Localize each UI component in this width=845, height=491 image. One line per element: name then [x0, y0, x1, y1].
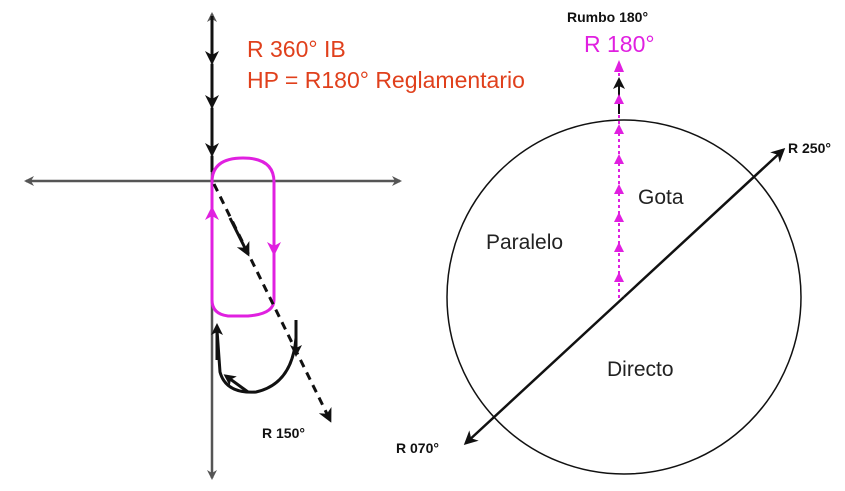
holding-title-line2: HP = R180° Reglamentario	[247, 67, 525, 93]
heading-small-label: Rumbo 180°	[567, 9, 649, 25]
holding-title-line1: R 360° IB	[247, 36, 346, 62]
left-diagram	[24, 12, 402, 480]
entry-turn-path	[215, 329, 298, 394]
heading-180-arrowheads	[614, 60, 624, 282]
sector-paralelo-label: Paralelo	[486, 231, 564, 254]
sector-gota-label: Gota	[638, 186, 684, 209]
entry-turn-arrow-2	[223, 374, 249, 394]
entry-sector-circle	[446, 119, 802, 475]
heading-big-label: R 180°	[584, 31, 655, 57]
radial-150-label: R 150°	[262, 425, 305, 441]
radial-070-label: R 070°	[396, 440, 439, 456]
radial-250-line	[623, 147, 786, 298]
radial-250-label: R 250°	[788, 140, 831, 156]
radial-070-line	[463, 296, 625, 446]
sector-directo-label: Directo	[607, 358, 674, 381]
radial-150-mid-arrow	[228, 217, 250, 257]
right-diagram	[446, 60, 802, 475]
